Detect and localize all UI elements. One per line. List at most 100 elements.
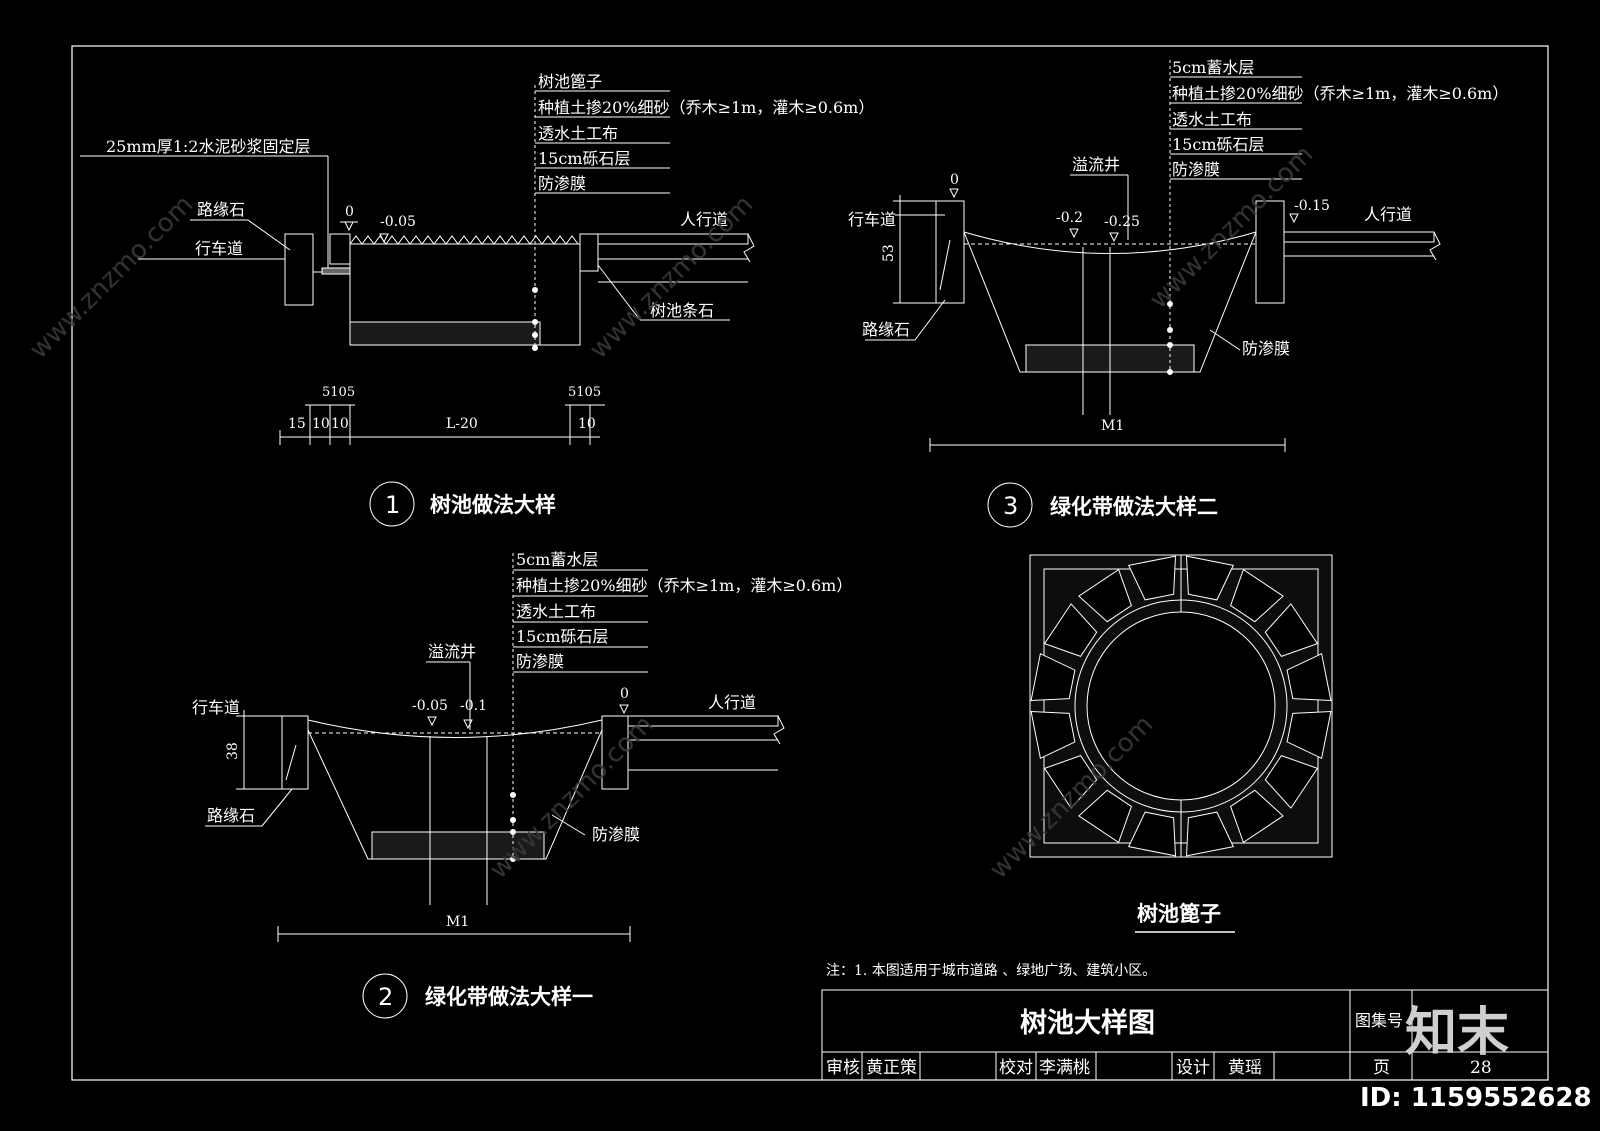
d1-elev-0: 0 [345, 204, 354, 220]
d2-road-label: 行车道 [192, 698, 240, 717]
d2-layer-3: 透水土工布 [516, 602, 596, 621]
d3-road-label: 行车道 [848, 210, 896, 229]
d2-width: M1 [446, 914, 469, 930]
d3-layer-5: 防渗膜 [1172, 160, 1220, 179]
check-label: 校对 [999, 1058, 1033, 1078]
grate-slot [1264, 603, 1319, 658]
d3-elev-b: -0.25 [1104, 214, 1140, 230]
grate-slot [1078, 789, 1133, 844]
grate-slot [1030, 652, 1076, 702]
tree-grate [1029, 554, 1333, 858]
d1-dim-10b: 10 [331, 416, 349, 432]
detail-2-number-circle [362, 973, 408, 1019]
d1-caption: 树池做法大样 [430, 493, 556, 517]
grate-slot [1185, 811, 1235, 857]
d2-elev-a: -0.05 [412, 698, 448, 714]
grate-caption-group: 树池篦子 [1135, 902, 1235, 933]
d1-dim-10a: 10 [312, 416, 330, 432]
grate-slot [1229, 568, 1284, 623]
d1-strip-stone-label: 树池条石 [650, 301, 714, 320]
grate-slot [1264, 754, 1319, 809]
d2-elev-0: 0 [620, 686, 629, 702]
d1-mortar-label: 25mm厚1:2水泥砂浆固定层 [106, 137, 310, 156]
atlas-no-label: 图集号 [1355, 1011, 1403, 1030]
d2-layer-1: 5cm蓄水层 [516, 550, 598, 569]
curb-stone-3b [1255, 200, 1285, 304]
d1-layer-1: 树池篦子 [538, 72, 602, 91]
d3-width: M1 [1101, 418, 1124, 434]
d1-layer-3: 透水土工布 [538, 124, 618, 143]
d3-layer-1: 5cm蓄水层 [1172, 58, 1254, 77]
grate-slot [1043, 754, 1098, 809]
grate-caption: 树池篦子 [1137, 902, 1221, 926]
id-watermark: ID: 1159552628 [1360, 1083, 1592, 1113]
d3-curb-label: 路缘石 [862, 320, 910, 339]
detail-2 [205, 553, 785, 1019]
review-label: 审核 [826, 1058, 860, 1078]
d1-curb-label: 路缘石 [197, 200, 245, 219]
d3-layer-4: 15cm砾石层 [1172, 135, 1265, 154]
d2-curb-label: 路缘石 [207, 806, 255, 825]
detail-3-number-circle [987, 482, 1033, 528]
note-text: 注：1. 本图适用于城市道路 、绿地广场、建筑小区。 [826, 962, 1156, 979]
drawing-title: 树池大样图 [1020, 1007, 1155, 1039]
detail-2-labels: 5cm蓄水层 种植土掺20%细砂（乔木≥1m，灌木≥0.6m） 透水土工布 15… [192, 550, 852, 1011]
watermark-site-1: www.znzmo.com [24, 190, 199, 365]
d2-sidewalk-label: 人行道 [708, 693, 756, 712]
detail-1-labels: 树池篦子 种植土掺20%细砂（乔木≥1m，灌木≥0.6m） 透水土工布 15cm… [106, 72, 874, 519]
d1-dim-top-left: 5105 [322, 385, 355, 400]
d1-number: 1 [385, 491, 400, 519]
grate-slot [1229, 789, 1284, 844]
d2-height: 38 [225, 742, 241, 760]
d2-membrane-label: 防渗膜 [592, 825, 640, 844]
title-block-text: 树池大样图 图集号 审核 黄正策 校对 李满桃 设计 黄瑶 页 28 [826, 1007, 1492, 1078]
grate-slot [1286, 710, 1332, 760]
watermark-site-4: www.znzmo.com [484, 710, 659, 885]
designer-name: 黄瑶 [1228, 1058, 1262, 1078]
drawing-frame [71, 45, 1549, 1081]
grate-slot [1078, 568, 1133, 623]
watermark-site-3: www.znzmo.com [1144, 140, 1319, 315]
d3-elev-c: -0.15 [1294, 198, 1330, 214]
d1-layer-5: 防渗膜 [538, 174, 586, 193]
detail-1 [80, 85, 755, 527]
d1-dim-10c: 10 [578, 416, 596, 432]
d3-layer-2: 种植土掺20%细砂（乔木≥1m，灌木≥0.6m） [1172, 84, 1508, 103]
d1-road-label: 行车道 [195, 239, 243, 258]
grate-slot [1030, 710, 1076, 760]
d2-overflow-label: 溢流井 [428, 642, 476, 661]
grate-slot [1127, 555, 1177, 601]
d2-layer-5: 防渗膜 [516, 652, 564, 671]
d1-dim-15: 15 [288, 416, 306, 432]
d3-number: 3 [1003, 492, 1018, 520]
d1-dim-top-right: 5105 [568, 385, 601, 400]
detail-3-labels: 5cm蓄水层 种植土掺20%细砂（乔木≥1m，灌木≥0.6m） 透水土工布 15… [848, 58, 1508, 520]
brand-watermark: 知末 [1405, 1003, 1509, 1063]
d3-elev-0: 0 [950, 172, 959, 188]
detail-3 [865, 60, 1441, 528]
d1-dim-l20: L-20 [446, 416, 478, 432]
design-label: 设计 [1176, 1058, 1210, 1078]
grate-slot [1286, 652, 1332, 702]
watermark-site-2: www.znzmo.com [584, 190, 759, 365]
grate-slot [1127, 811, 1177, 857]
d2-layer-4: 15cm砾石层 [516, 627, 609, 646]
d1-layer-4: 15cm砾石层 [538, 149, 631, 168]
grate-slot [1185, 555, 1235, 601]
page-number: 28 [1470, 1058, 1492, 1078]
d2-caption: 绿化带做法大样一 [425, 985, 593, 1009]
grate-slots [1030, 555, 1332, 857]
d3-overflow-label: 溢流井 [1072, 155, 1120, 174]
grate-slot [1043, 603, 1098, 658]
reviewer-name: 黄正策 [866, 1058, 917, 1078]
title-block [821, 989, 1549, 1081]
d2-elev-b: -0.1 [460, 698, 487, 714]
d3-height: 53 [881, 244, 897, 262]
curb-stone-2b [601, 715, 629, 790]
d3-sidewalk-label: 人行道 [1364, 205, 1412, 224]
d1-layer-2: 种植土掺20%细砂（乔木≥1m，灌木≥0.6m） [538, 98, 874, 117]
checker-name: 李满桃 [1039, 1058, 1090, 1078]
curb-stone-2a [281, 715, 309, 790]
